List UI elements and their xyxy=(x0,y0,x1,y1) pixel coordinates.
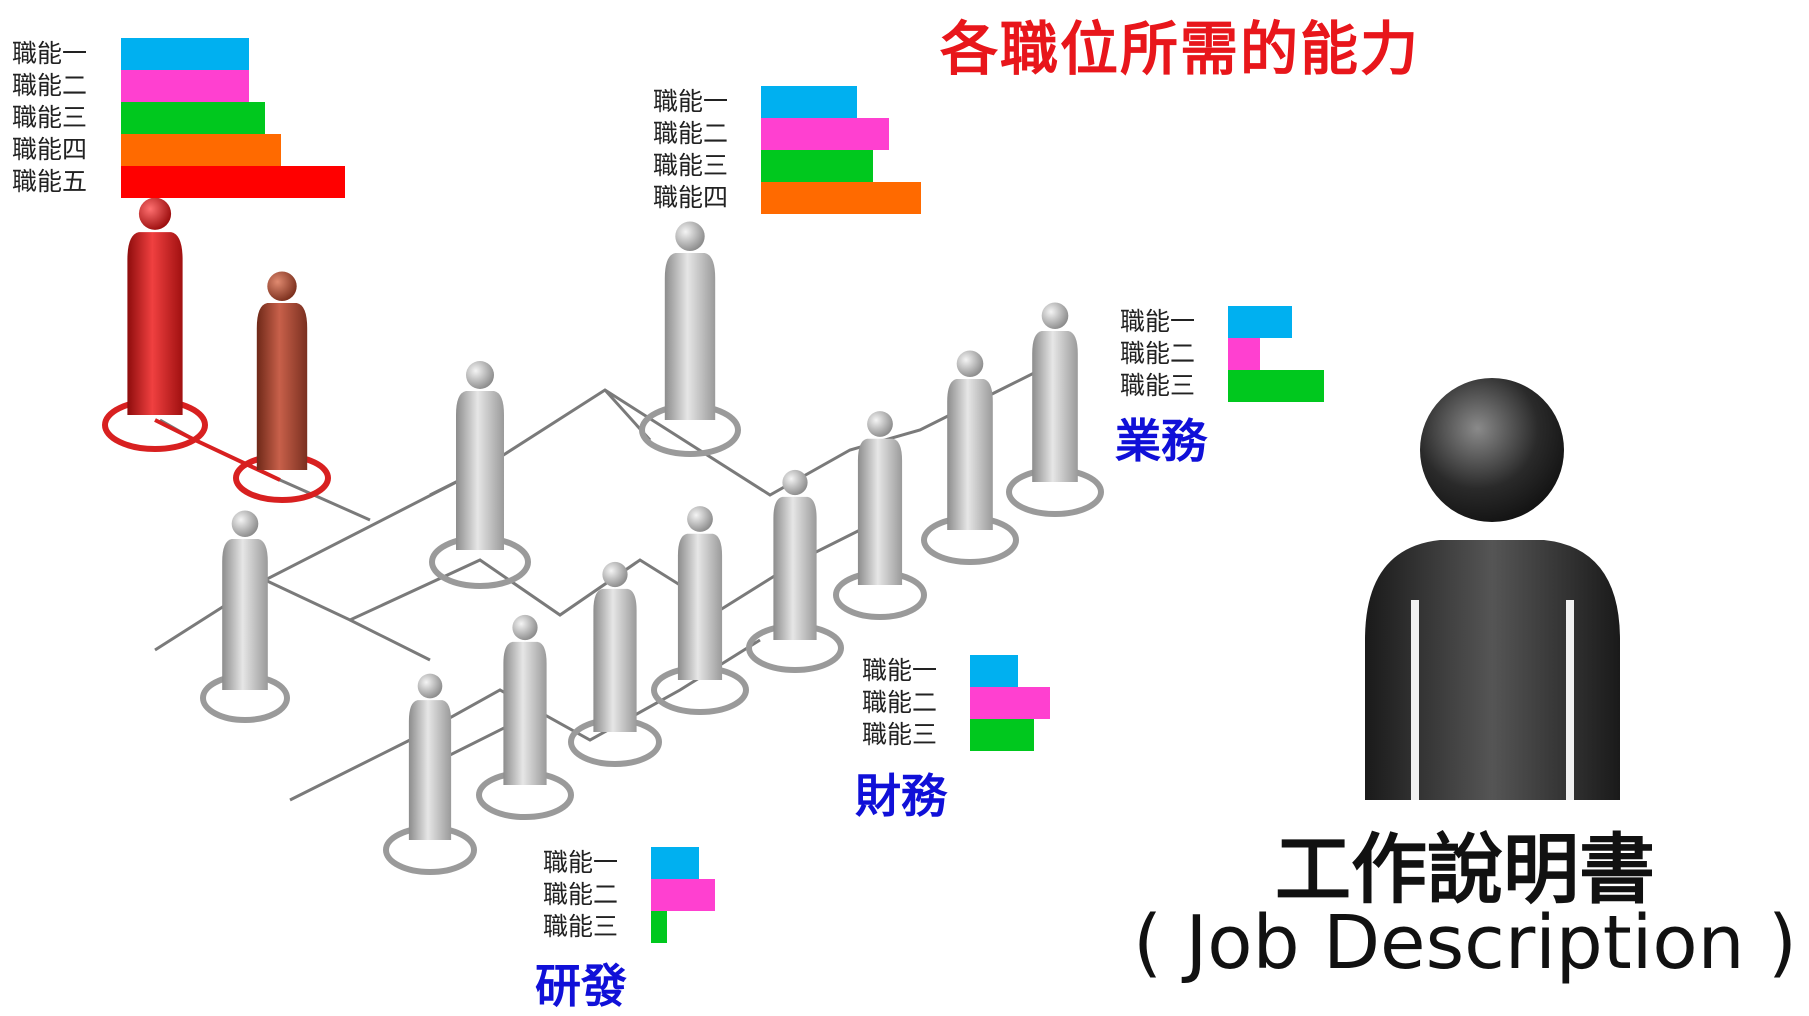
person-figure xyxy=(664,221,716,420)
page-title: 各職位所需的能力 xyxy=(940,15,1421,83)
person-figure xyxy=(222,510,268,690)
competency-label: 職能一 xyxy=(1120,307,1196,336)
competency-bar xyxy=(761,118,889,150)
person-figure xyxy=(456,361,504,550)
person-figure xyxy=(1032,302,1078,482)
competency-bar xyxy=(121,166,345,198)
competency-bar xyxy=(651,847,699,879)
competency-label: 職能三 xyxy=(12,103,88,132)
competency-label: 職能二 xyxy=(653,119,729,148)
competency-bar xyxy=(970,719,1034,751)
competency-label: 職能二 xyxy=(1120,339,1196,368)
competency-bar xyxy=(970,687,1050,719)
competency-bar xyxy=(651,879,715,911)
people-figures xyxy=(127,197,1078,840)
competency-label: 職能三 xyxy=(862,720,938,749)
competency-label: 職能三 xyxy=(653,151,729,180)
person-figure xyxy=(503,614,547,785)
competency-bar xyxy=(970,655,1018,687)
job-description-subtitle: ( Job Description ) xyxy=(1133,900,1797,986)
department-label: 研發 xyxy=(535,959,627,1013)
leader-figure xyxy=(127,197,183,415)
job-description-person-icon xyxy=(1365,378,1620,800)
competency-bar xyxy=(121,38,249,70)
competency-bar xyxy=(761,86,857,118)
competency-label: 職能二 xyxy=(12,71,88,100)
competency-bar xyxy=(121,102,265,134)
competency-bar xyxy=(121,134,281,166)
person-figure xyxy=(593,561,637,732)
competency-label: 職能二 xyxy=(862,688,938,717)
department-label: 財務 xyxy=(855,769,947,823)
competency-bar xyxy=(121,70,249,102)
competency-bar xyxy=(651,911,667,943)
competency-label: 職能一 xyxy=(543,848,619,877)
competency-bar xyxy=(761,150,873,182)
competency-label: 職能四 xyxy=(653,183,729,212)
job-description-title: 工作說明書 xyxy=(1275,825,1655,914)
competency-label: 職能五 xyxy=(12,167,88,196)
competency-label: 職能一 xyxy=(862,656,938,685)
person-figure xyxy=(773,469,817,640)
competency-label: 職能三 xyxy=(1120,371,1196,400)
competency-label: 職能四 xyxy=(12,135,88,164)
leader-figure xyxy=(256,271,308,470)
person-figure xyxy=(947,350,993,530)
person-figure xyxy=(677,506,723,680)
person-figure xyxy=(857,411,903,585)
competency-bar xyxy=(1228,338,1260,370)
person-figure xyxy=(408,673,452,840)
competency-label: 職能一 xyxy=(653,87,729,116)
competency-bar xyxy=(761,182,921,214)
competency-bar xyxy=(1228,370,1324,402)
competency-label: 職能二 xyxy=(543,880,619,909)
competency-label: 職能三 xyxy=(543,912,619,941)
department-label: 業務 xyxy=(1115,414,1207,468)
competency-label: 職能一 xyxy=(12,39,88,68)
competency-bar xyxy=(1228,306,1292,338)
